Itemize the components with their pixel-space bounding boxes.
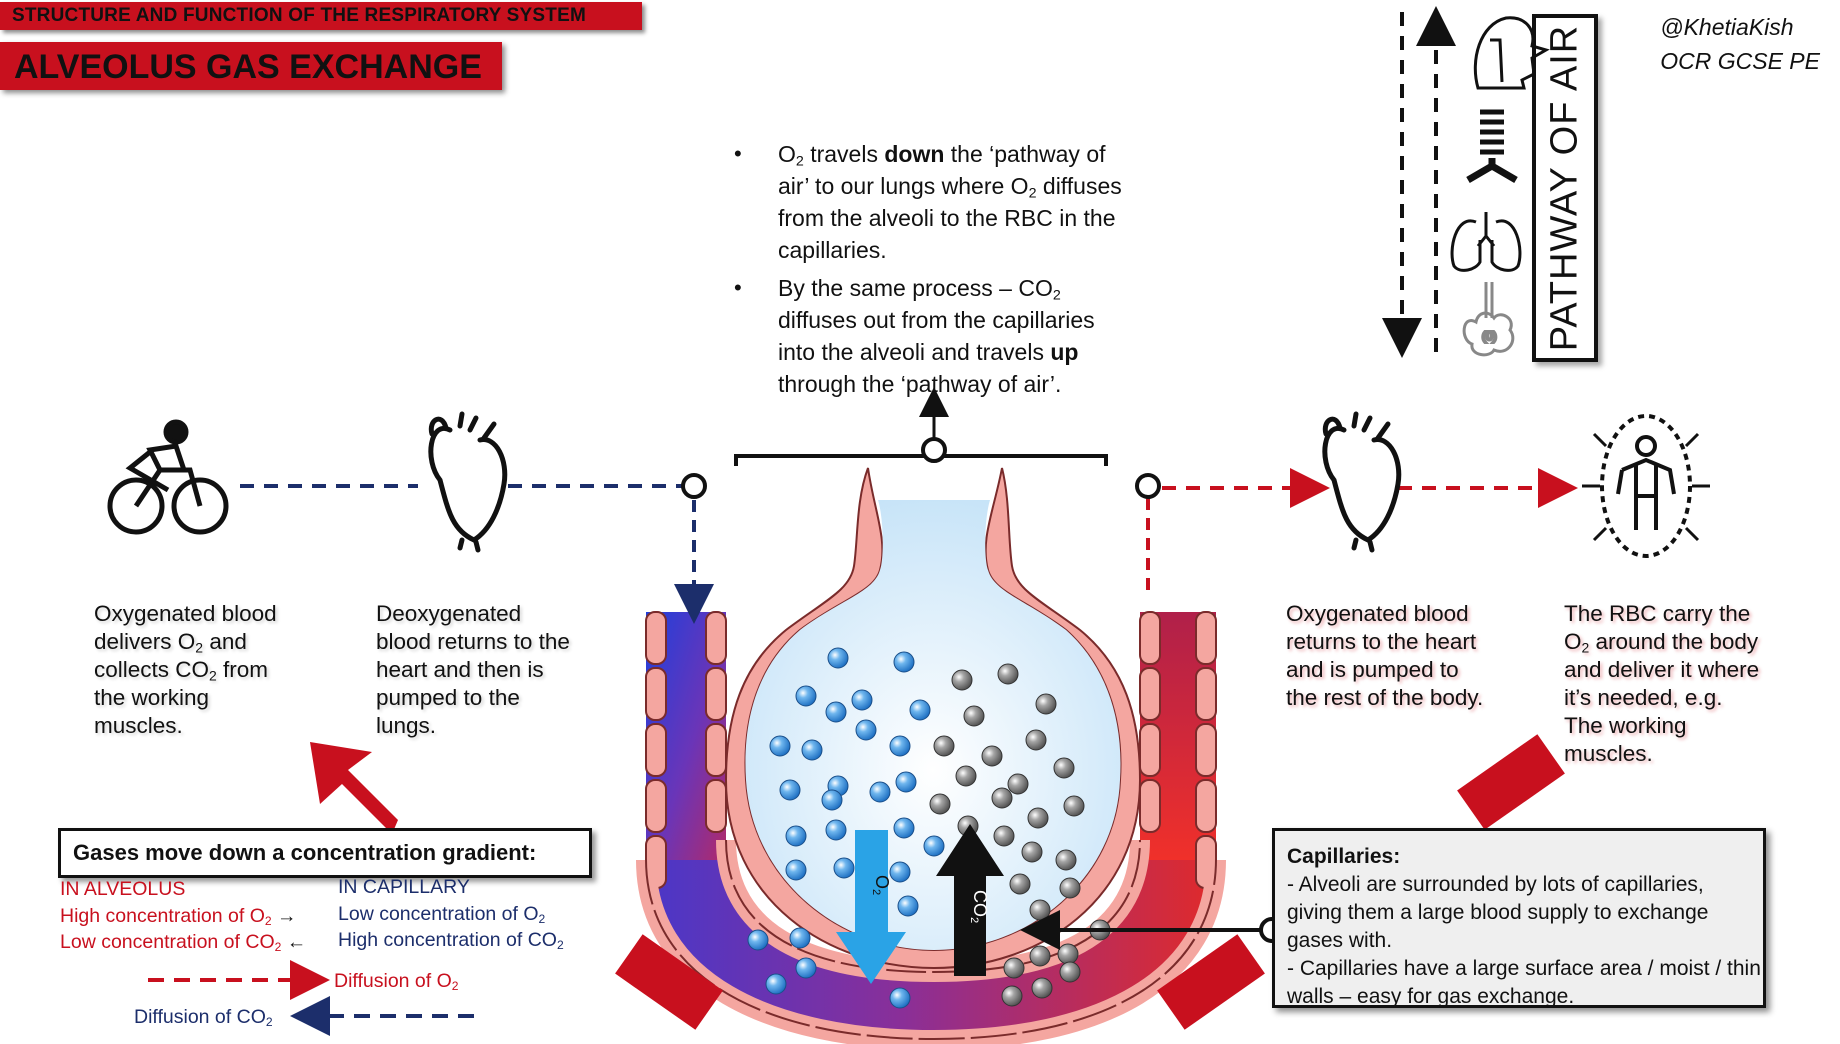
capillaries-box: Capillaries: - Alveoli are surrounded by… [1272, 828, 1766, 1008]
alveolus-bracket [734, 387, 1108, 466]
capillary-high-co2: High concentration of CO2 [338, 929, 564, 953]
o2-arrow-label: O2 [870, 875, 892, 896]
red-bar-left-lower [615, 934, 723, 1030]
legend-o2-label: Diffusion of O2 [334, 970, 459, 994]
capillary [636, 611, 1226, 1044]
red-bar-right-lower [1157, 934, 1265, 1030]
pathway-of-air-box: PATHWAY OF AIR [1532, 14, 1598, 362]
lungs-icon [1450, 212, 1522, 272]
course-label: OCR GCSE PE [1660, 48, 1820, 74]
capillary-low-o2: Low concentration of O2 [338, 903, 546, 927]
subtitle-banner: STRUCTURE AND FUNCTION OF THE RESPIRATOR… [0, 2, 642, 30]
pathway-arrows [1382, 6, 1456, 358]
subtitle-text: STRUCTURE AND FUNCTION OF THE RESPIRATOR… [12, 5, 586, 26]
legend-co2-label: Diffusion of CO2 [134, 1006, 273, 1030]
alveoli-icon: (0) [1462, 282, 1515, 357]
o2-diffusion-arrow [836, 830, 906, 984]
trachea-icon [1466, 109, 1518, 184]
capillary-heading: IN CAPILLARY [338, 876, 470, 898]
credit: @KhetiaKish OCR GCSE PE [1660, 10, 1820, 78]
heart-icon-left [428, 411, 508, 553]
co2-diffusion-arrow [936, 824, 1004, 976]
title-banner: ALVEOLUS GAS EXCHANGE [0, 42, 502, 90]
heart-icon-right [1322, 411, 1402, 553]
capillaries-point-1: - Alveoli are surrounded by lots of capi… [1287, 873, 1709, 952]
co2-arrow-label: CO2 [968, 890, 990, 924]
gradient-title: Gases move down a concentration gradient… [73, 840, 537, 865]
oxygenated-pathway [1135, 468, 1578, 590]
svg-text:(0): (0) [1482, 329, 1497, 343]
oxygen-molecules [747, 647, 945, 1009]
deoxygenated-pathway [240, 473, 714, 624]
page-title: ALVEOLUS GAS EXCHANGE [14, 48, 482, 86]
alveolus-low-co2: Low concentration of CO2 ← [60, 931, 307, 955]
co2-molecules [929, 663, 1111, 1007]
head-airway-icon [1473, 16, 1550, 90]
step-rbc-delivery: The RBC carry the O2 around the body and… [1564, 601, 1760, 766]
alveolus-high-o2: High concentration of O2 → [60, 905, 297, 929]
body-muscles-icon [1582, 414, 1710, 558]
gradient-box: Gases move down a concentration gradient… [58, 828, 592, 878]
bullet-o2: O2 travels down the ‘pathway of air’ to … [732, 138, 1132, 266]
alveolus-heading: IN ALVEOLUS [60, 878, 186, 900]
capillaries-point-2: - Capillaries have a large surface area … [1287, 957, 1761, 1008]
capillaries-title: Capillaries: [1287, 845, 1401, 868]
bullet-list: O2 travels down the ‘pathway of air’ to … [732, 138, 1132, 400]
cyclist-icon [107, 419, 229, 535]
step-oxygenated: Oxygenated blood returns to the heart an… [1286, 601, 1484, 710]
author-handle: @KhetiaKish [1660, 14, 1794, 40]
step-deoxygenated: Deoxygenated blood returns to the heart … [376, 601, 570, 738]
red-bar-right-upper [1457, 734, 1565, 830]
red-arrow-left-up [310, 742, 398, 834]
bullet-co2: By the same process – CO2 diffuses out f… [732, 272, 1132, 400]
step-working-muscles: Oxygenated blood delivers O2 and collect… [94, 601, 277, 738]
